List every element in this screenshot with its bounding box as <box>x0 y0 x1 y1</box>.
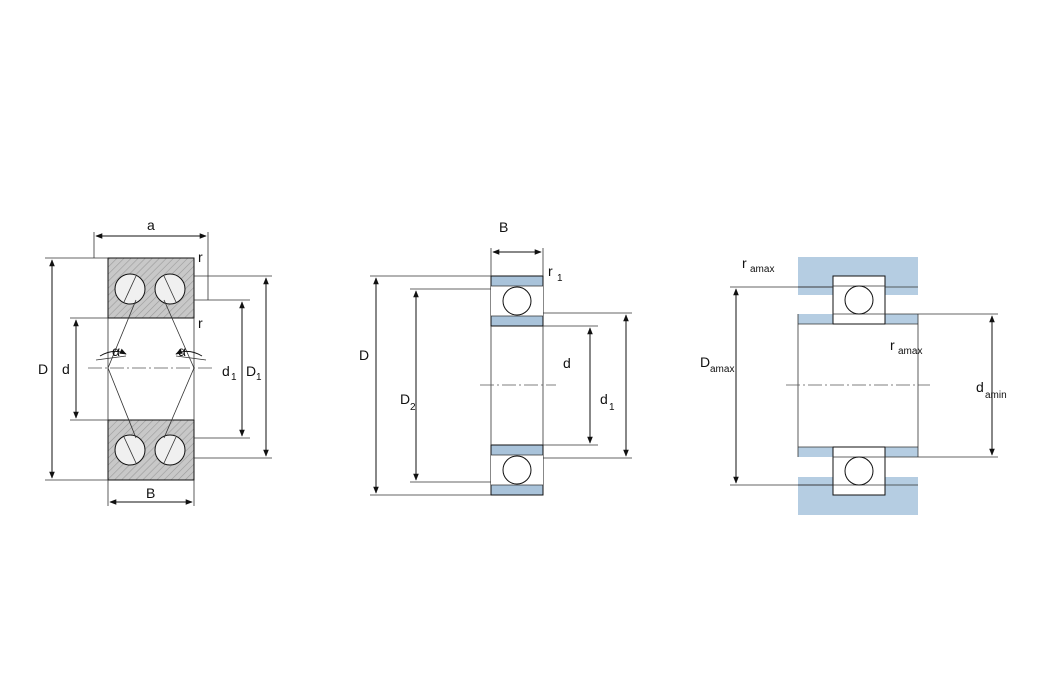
label-d: d <box>563 355 571 371</box>
label-D: D <box>38 361 48 377</box>
label-d: d <box>62 361 70 377</box>
ball <box>502 286 532 316</box>
label-alpha-left: α <box>112 343 120 359</box>
label-D1-sub: 1 <box>256 372 262 383</box>
label-ramax-top: r <box>742 255 747 271</box>
shaft-shoulder-lower <box>798 447 833 457</box>
label-D1: D <box>246 363 256 379</box>
label-d1-sub: 1 <box>231 372 237 383</box>
label-Damax: D <box>700 354 710 370</box>
label-d1: d <box>600 391 608 407</box>
label-D2-sub: 2 <box>410 402 416 413</box>
label-ramax-mid: r <box>890 337 895 353</box>
label-D: D <box>359 347 369 363</box>
ball <box>844 456 874 486</box>
label-D2: D <box>400 391 410 407</box>
label-alpha-right: α <box>178 343 186 359</box>
label-r1: r <box>548 263 553 279</box>
label-ramax-top-sub: amax <box>750 264 774 275</box>
label-B: B <box>146 485 155 501</box>
label-d1-sub: 1 <box>609 402 615 413</box>
figure-mounting-abutment: r amax r amax D amax d amin <box>700 255 1007 515</box>
label-B: B <box>499 219 508 235</box>
label-ramax-mid-sub: amax <box>898 346 922 357</box>
ball <box>844 285 874 315</box>
label-d1: d <box>222 363 230 379</box>
figure-double-row-bearing: a r r α α D d d 1 D 1 B <box>38 217 272 506</box>
label-damin-sub: amin <box>985 390 1007 401</box>
label-Damax-sub: amax <box>710 364 734 375</box>
shaft-shoulder-upper <box>798 314 833 324</box>
label-damin: d <box>976 379 984 395</box>
label-a: a <box>147 217 155 233</box>
figure-single-row-bearing: B r 1 D D 2 d d 1 <box>359 219 632 496</box>
label-r-mid: r <box>198 315 203 331</box>
ball <box>502 455 532 485</box>
label-r1-sub: 1 <box>557 273 563 284</box>
label-r-top: r <box>198 249 203 265</box>
